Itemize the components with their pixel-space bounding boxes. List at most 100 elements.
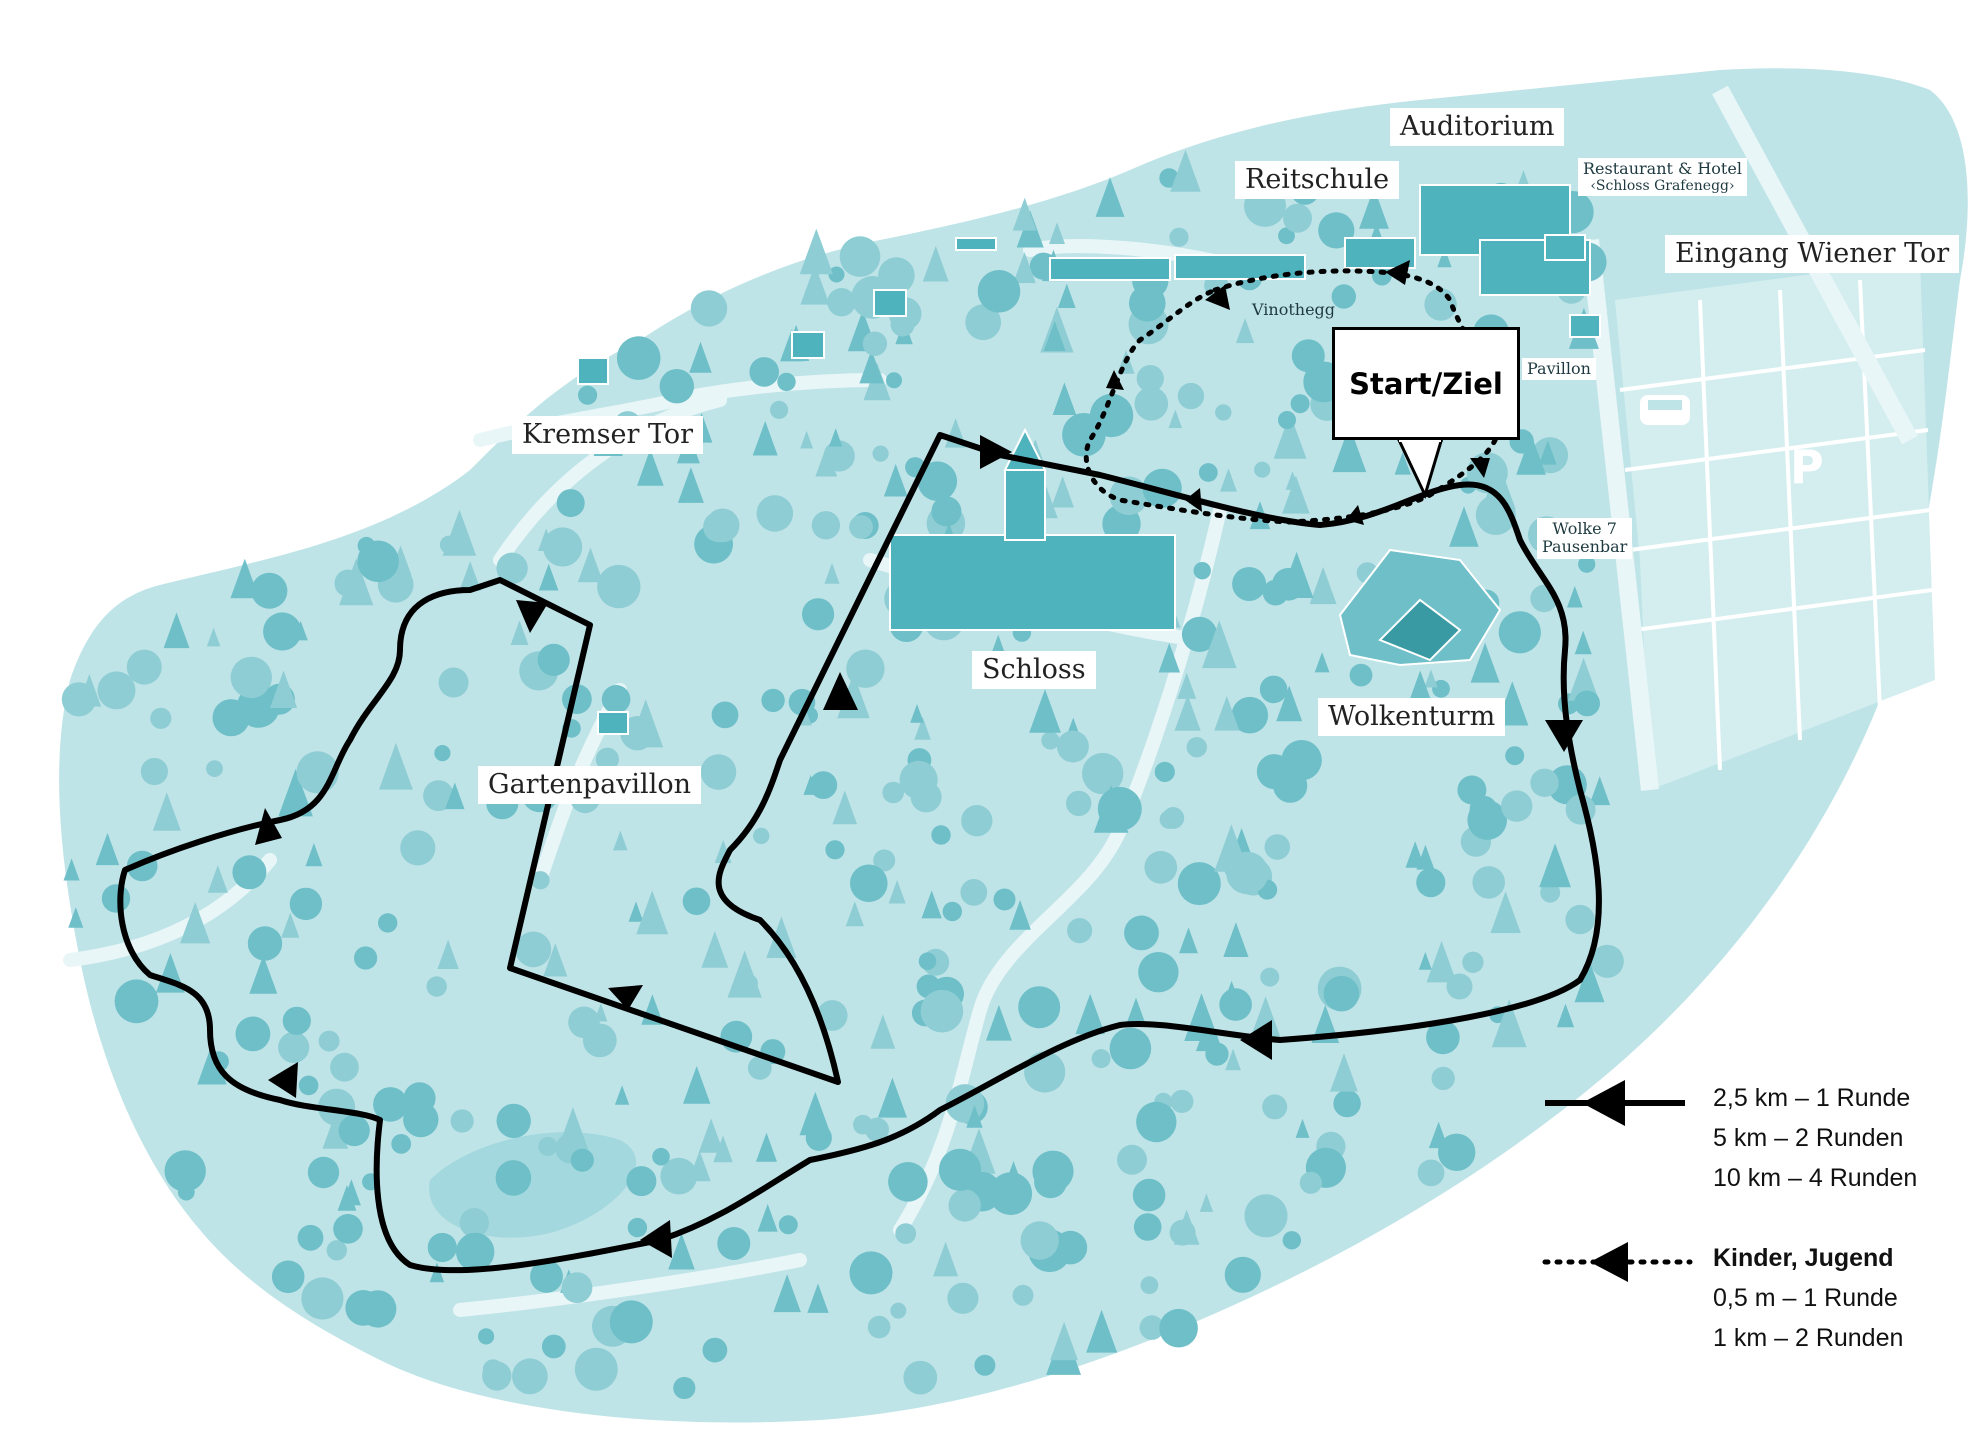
tree-icon bbox=[1049, 222, 1065, 244]
tree-icon bbox=[895, 1223, 917, 1244]
tree-icon bbox=[825, 840, 845, 860]
tree-icon bbox=[249, 955, 278, 994]
tree-icon bbox=[538, 1137, 558, 1156]
tree-icon bbox=[865, 1117, 889, 1142]
kids-arrows bbox=[1106, 260, 1490, 525]
tree-icon bbox=[890, 312, 915, 337]
tree-icon bbox=[271, 1260, 305, 1294]
tree-icon bbox=[318, 1030, 340, 1052]
tree-icon bbox=[269, 670, 298, 708]
tree-icon bbox=[920, 989, 964, 1033]
tree-icon bbox=[1462, 951, 1484, 973]
tree-icon bbox=[1272, 568, 1305, 601]
parking-icon: P bbox=[1790, 440, 1824, 494]
tree-icon bbox=[427, 1232, 457, 1263]
tree-icon bbox=[163, 612, 190, 649]
tree-icon bbox=[628, 901, 644, 922]
tree-icon bbox=[948, 1189, 981, 1222]
tree-icon bbox=[251, 572, 288, 609]
tree-icon bbox=[1136, 1101, 1177, 1143]
tree-icon bbox=[1416, 868, 1446, 898]
tree-icon bbox=[883, 463, 908, 497]
tree-icon bbox=[1249, 996, 1282, 1040]
tree-icon bbox=[1220, 468, 1237, 492]
arrow-icon bbox=[1590, 1242, 1628, 1282]
tree-icon bbox=[914, 716, 931, 740]
tree-icon bbox=[1095, 177, 1125, 217]
tree-icon bbox=[1431, 1066, 1455, 1091]
tree-icon bbox=[993, 888, 1016, 911]
tree-icon bbox=[749, 357, 779, 387]
tree-icon bbox=[206, 760, 223, 777]
tree-icon bbox=[574, 1347, 618, 1391]
tree-icon bbox=[263, 612, 302, 651]
tree-icon bbox=[1470, 642, 1500, 683]
tree-icon bbox=[800, 430, 814, 449]
start-ziel-box: Start/Ziel bbox=[1332, 327, 1520, 440]
label-pavillon: Pavillon bbox=[1522, 358, 1596, 381]
tree-icon bbox=[1133, 1213, 1162, 1241]
tree-icon bbox=[278, 1031, 310, 1063]
tree-icon bbox=[1041, 731, 1060, 750]
tree-icon bbox=[297, 1224, 324, 1251]
tree-icon bbox=[850, 864, 888, 903]
arrow-icon bbox=[1470, 458, 1490, 478]
tree-icon bbox=[915, 770, 938, 802]
tree-icon bbox=[688, 1150, 711, 1182]
label-kremser-tor: Kremser Tor bbox=[512, 416, 704, 455]
label-wolke7-line1: Wolke 7 bbox=[1552, 519, 1617, 538]
tree-icon bbox=[510, 620, 529, 645]
label-vinothegg: Vinothegg bbox=[1252, 300, 1336, 319]
tree-icon bbox=[289, 887, 323, 921]
tree-icon bbox=[1498, 611, 1541, 654]
tree-icon bbox=[872, 445, 889, 462]
tree-icon bbox=[974, 1354, 996, 1376]
tree-icon bbox=[77, 674, 102, 707]
tree-icon bbox=[1330, 1053, 1358, 1092]
tree-icon bbox=[326, 1240, 347, 1261]
tree-icon bbox=[1260, 967, 1280, 987]
tree-icon bbox=[753, 827, 770, 845]
arrow-icon bbox=[1205, 285, 1230, 310]
tree-icon bbox=[1290, 394, 1310, 414]
tree-icon bbox=[1082, 752, 1124, 795]
legend-main-2: 5 km – 2 Runden bbox=[1713, 1124, 1904, 1152]
tree-icon bbox=[495, 1160, 532, 1196]
tree-icon bbox=[1226, 851, 1269, 895]
tree-icon bbox=[95, 832, 120, 866]
tree-icon bbox=[867, 1315, 891, 1339]
legend-kids-1: 0,5 m – 1 Runde bbox=[1713, 1284, 1898, 1312]
tree-icon bbox=[1198, 463, 1218, 482]
tree-icon bbox=[537, 643, 570, 677]
arrow-icon bbox=[1385, 260, 1410, 285]
label-schloss: Schloss bbox=[972, 651, 1096, 690]
tree-icon bbox=[1132, 1178, 1166, 1212]
tree-icon bbox=[799, 1091, 832, 1136]
tree-icon bbox=[614, 1085, 630, 1105]
tree-icon bbox=[1467, 800, 1507, 840]
tree-icon bbox=[711, 701, 739, 729]
tree-icon bbox=[512, 1358, 548, 1395]
tree-icon bbox=[903, 1360, 938, 1395]
tree-icon bbox=[1589, 776, 1611, 806]
tree-icon bbox=[278, 768, 313, 817]
tree-icon bbox=[230, 656, 272, 699]
tree-icon bbox=[330, 1052, 359, 1082]
tree-icon bbox=[1590, 944, 1624, 978]
tree-icon bbox=[1567, 586, 1583, 608]
tree-icon bbox=[1223, 922, 1249, 957]
tree-icon bbox=[400, 830, 436, 866]
tree-icon bbox=[933, 1241, 959, 1277]
tree-icon bbox=[1578, 555, 1596, 573]
tree-icon bbox=[668, 1233, 695, 1270]
tree-icon bbox=[561, 1272, 593, 1303]
tree-icon bbox=[1091, 1049, 1111, 1069]
tree-icon bbox=[609, 1300, 653, 1344]
tree-icon bbox=[1006, 1161, 1021, 1181]
tree-icon bbox=[1177, 862, 1221, 906]
schloss-building bbox=[889, 534, 1176, 631]
tree-icon bbox=[434, 745, 451, 762]
tree-icon bbox=[1053, 1230, 1088, 1265]
label-eingang: Eingang Wiener Tor bbox=[1665, 235, 1960, 274]
tree-icon bbox=[1273, 768, 1308, 803]
